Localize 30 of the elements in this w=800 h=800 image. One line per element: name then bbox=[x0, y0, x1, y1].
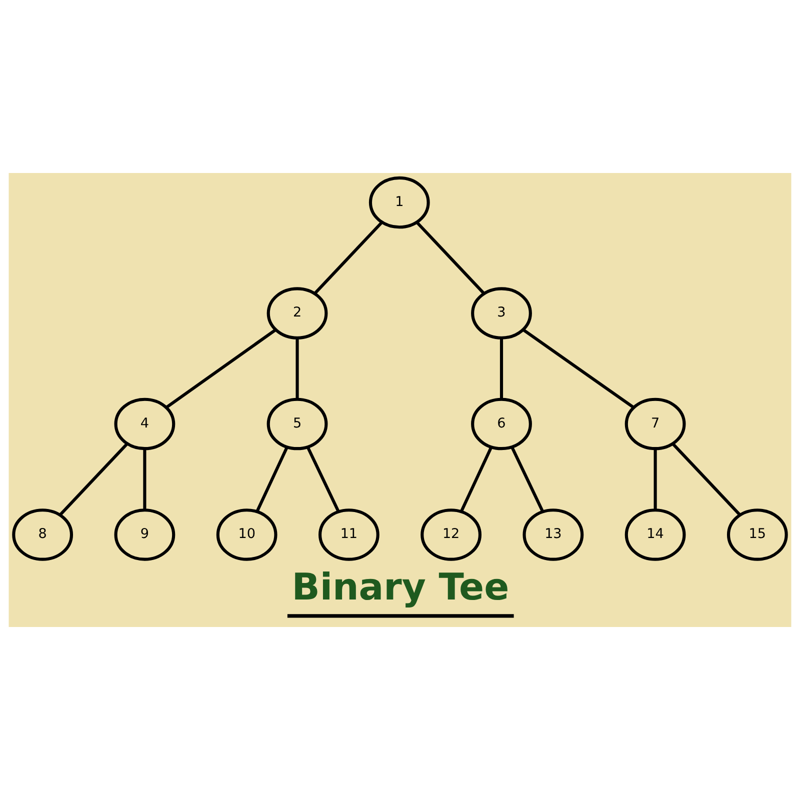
node-ellipse: 7 bbox=[624, 398, 686, 450]
connector bbox=[510, 446, 544, 512]
connector bbox=[256, 446, 288, 512]
node-ellipse: 15 bbox=[726, 508, 788, 561]
connector bbox=[306, 446, 340, 512]
connector bbox=[522, 328, 635, 409]
connector bbox=[654, 448, 657, 510]
node-ellipse: 11 bbox=[318, 508, 380, 561]
connector bbox=[166, 328, 277, 408]
connector bbox=[416, 222, 486, 294]
node-ellipse: 9 bbox=[114, 508, 176, 561]
node-ellipse: 8 bbox=[12, 508, 74, 561]
node-ellipse: 13 bbox=[522, 508, 584, 561]
node-ellipse: 12 bbox=[420, 508, 482, 561]
connector bbox=[143, 448, 146, 510]
connector bbox=[500, 338, 504, 400]
connector bbox=[672, 443, 741, 516]
node-ellipse: 2 bbox=[266, 287, 328, 340]
connector bbox=[59, 443, 128, 516]
caption: Binary Tee bbox=[292, 565, 510, 608]
node-ellipse: 5 bbox=[266, 398, 328, 450]
node-ellipse: 4 bbox=[114, 398, 176, 450]
connector bbox=[296, 338, 299, 400]
node-ellipse: 3 bbox=[471, 287, 532, 340]
connector bbox=[314, 222, 383, 294]
node-ellipse: 1 bbox=[368, 176, 430, 229]
node-ellipse: 6 bbox=[471, 398, 532, 450]
connector bbox=[460, 446, 493, 512]
node-ellipse: 14 bbox=[624, 508, 686, 561]
node-ellipse: 10 bbox=[216, 508, 278, 561]
